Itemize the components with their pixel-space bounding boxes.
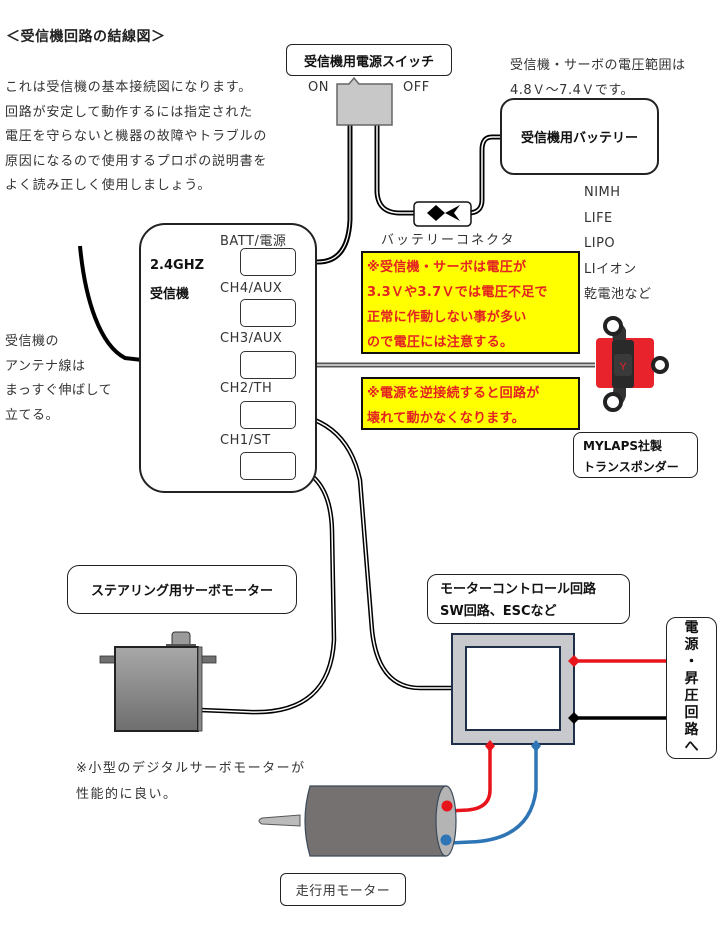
transponder-image: Y xyxy=(596,316,669,412)
transponder-line1: MYLAPS社製 xyxy=(583,439,663,453)
servo-label: ステアリング用サーボモーター xyxy=(90,584,273,599)
svg-text:Y: Y xyxy=(619,361,627,373)
antenna-note: 受信機の アンテナ線は まっすぐ伸ばして 立てる。 xyxy=(5,330,112,428)
connector-label: バッテリーコネクタ xyxy=(381,233,516,248)
esc-label-box: モーターコントロール回路 SW回路、ESCなど xyxy=(427,574,630,624)
battery-type: NIMH xyxy=(584,185,621,200)
power-circuit-char: 回 xyxy=(684,705,699,721)
power-circuit-char: 路 xyxy=(684,722,699,738)
power-circuit-char: 圧 xyxy=(684,688,699,704)
port-ch4 xyxy=(240,299,296,327)
transponder-line2: トランスポンダー xyxy=(583,460,679,474)
warning2-line: ※電源を逆接続すると回路が xyxy=(367,386,540,401)
voltage-note-line2: 4.8Ｖ～7.4Ｖです。 xyxy=(510,83,635,98)
power-circuit-char: 昇 xyxy=(684,671,699,687)
servo-label-box: ステアリング用サーボモーター xyxy=(67,565,297,614)
switch-to-connector-wire xyxy=(374,125,440,216)
power-boost-circuit-box: 電 源 ・ 昇 圧 回 路 へ xyxy=(666,617,717,759)
battery-type: LIPO xyxy=(584,236,616,251)
switch-off-label: OFF xyxy=(403,80,430,95)
power-circuit-char: 源 xyxy=(684,637,699,653)
receiver-name-line1: 2.4GHZ xyxy=(150,258,205,273)
intro-line: 電圧を守らないと機器の故障やトラブルの xyxy=(5,129,268,144)
battery-types-list: NIMH LIFE LIPO LIイオン 乾電池など xyxy=(584,180,652,308)
servo-image xyxy=(99,631,217,732)
esc-line1: モーターコントロール回路 xyxy=(440,582,597,597)
intro-paragraph: これは受信機の基本接続図になります。 回路が安定して動作するには指定された 電圧… xyxy=(5,76,267,199)
battery-connector xyxy=(413,201,472,227)
drive-motor-label: 走行用モーター xyxy=(295,884,391,899)
transponder-label-box: MYLAPS社製 トランスポンダー xyxy=(573,432,698,478)
battery-type: LIFE xyxy=(584,210,613,226)
port-ch1 xyxy=(240,452,296,480)
voltage-warning-box: ※受信機・サーボは電圧が 3.3Ｖや3.7Ｖでは電圧不足で 正常に作動しない事が… xyxy=(361,251,580,354)
port-label-ch2: CH2/TH xyxy=(220,381,273,396)
battery-type: 乾電池など xyxy=(584,287,652,302)
intro-line: 回路が安定して動作するには指定された xyxy=(5,104,254,120)
port-label-ch1: CH1/ST xyxy=(220,433,271,448)
drive-motor-image xyxy=(258,785,457,857)
battery-label: 受信機用バッテリー xyxy=(520,131,638,146)
port-label-batt: BATT/電源 xyxy=(220,234,287,249)
port-ch2 xyxy=(240,401,296,429)
antenna-wire xyxy=(78,245,161,364)
servo-note-line2: 性能的に良い。 xyxy=(76,787,178,802)
port-label-ch3: CH3/AUX xyxy=(220,331,283,346)
power-circuit-char: 電 xyxy=(684,620,699,636)
motor-red-wire xyxy=(447,746,492,813)
warning1-line: 3.3Ｖや3.7Ｖでは電圧不足で xyxy=(367,285,548,300)
intro-line: よく読み正しく使用しましょう。 xyxy=(5,178,212,193)
warning1-line: ※受信機・サーボは電圧が xyxy=(367,260,527,275)
warning1-line: ので電圧には注意する。 xyxy=(367,335,514,350)
power-circuit-char: へ xyxy=(684,739,699,755)
page-title: ＜受信機回路の結線図＞ xyxy=(6,29,166,45)
servo-note-line1: ※小型のデジタルサーボモーターが xyxy=(76,761,306,776)
antenna-note-line: まっすぐ伸ばして xyxy=(5,383,113,398)
power-switch-text: 受信機用電源スイッチ xyxy=(303,54,434,70)
switch-on-label: ON xyxy=(308,80,329,95)
warning2-line: 壊れて動かなくなります。 xyxy=(367,411,525,426)
port-ch3 xyxy=(240,351,296,379)
antenna-note-line: アンテナ線は xyxy=(5,358,86,374)
drive-motor-label-box: 走行用モーター xyxy=(280,873,406,906)
receiver-name-line2: 受信機 xyxy=(150,287,190,302)
warning1-line: 正常に作動しない事が多い xyxy=(367,310,527,325)
voltage-note-line1: 受信機・サーボの電圧範囲は xyxy=(510,58,686,73)
port-label-ch4: CH4/AUX xyxy=(220,281,283,296)
port-batt xyxy=(240,248,296,276)
antenna-note-line: 立てる。 xyxy=(5,407,60,423)
battery-to-connector-wire xyxy=(455,134,500,216)
esc-image xyxy=(451,633,575,745)
intro-line: 原因になるので使用するプロポの説明書を xyxy=(5,153,268,169)
receiver-battery-box: 受信機用バッテリー xyxy=(500,98,659,175)
power-switch-body xyxy=(336,76,393,126)
reverse-polarity-warning-box: ※電源を逆接続すると回路が 壊れて動かなくなります。 xyxy=(361,377,580,430)
battery-type: LIイオン xyxy=(584,261,637,277)
motor-blue-wire xyxy=(449,746,538,845)
switch-to-receiver-wire xyxy=(268,125,353,265)
power-switch-label: 受信機用電源スイッチ xyxy=(286,44,452,76)
intro-line: これは受信機の基本接続図になります。 xyxy=(5,80,253,95)
antenna-note-line: 受信機の xyxy=(5,334,60,349)
esc-line2: SW回路、ESCなど xyxy=(440,604,557,619)
power-circuit-char: ・ xyxy=(684,654,699,670)
